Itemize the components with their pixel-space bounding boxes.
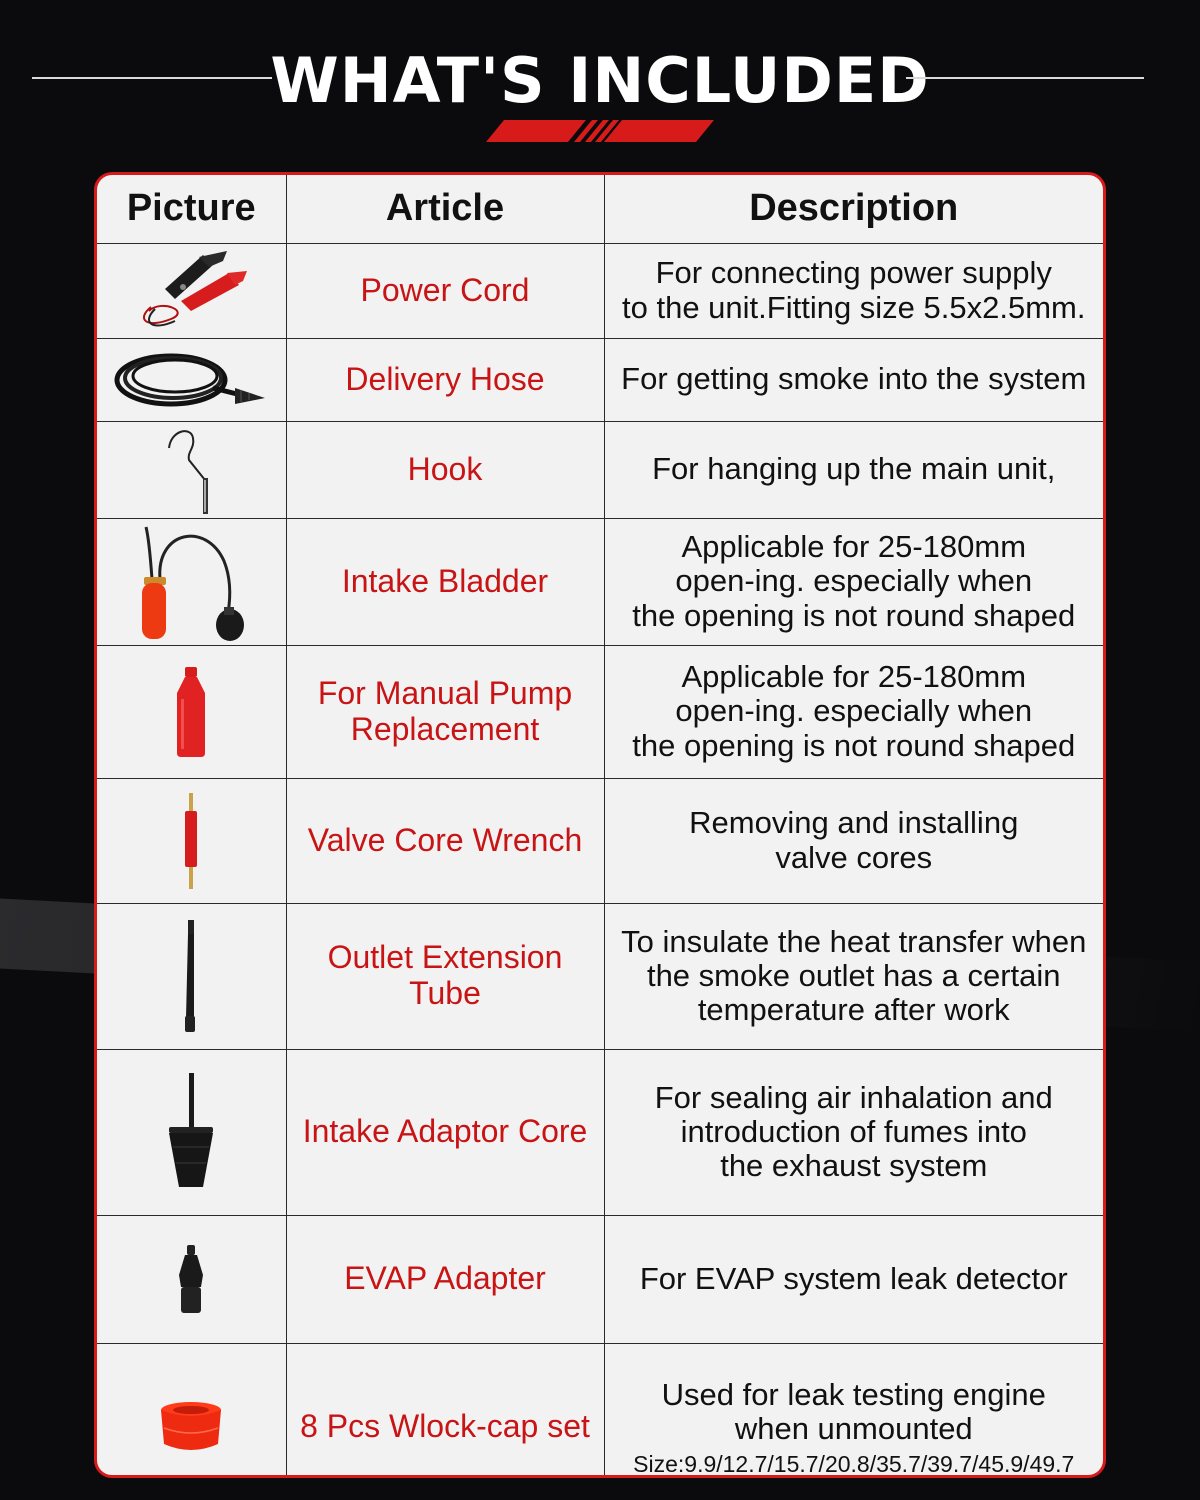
- valve-core-wrench-icon: [185, 792, 198, 889]
- description-delivery-hose: For getting smoke into the system: [603, 337, 1103, 422]
- article-manual-pump-replacement: For Manual Pump Replacement: [285, 644, 605, 779]
- table-row: 8 Pcs Wlock-cap set Used for leak testin…: [97, 1342, 1103, 1477]
- description-hook: For hanging up the main unit,: [603, 420, 1103, 519]
- article-intake-bladder: Intake Bladder: [285, 517, 605, 646]
- evap-adapter-icon: [179, 1245, 204, 1313]
- power-cord-icon: [143, 250, 248, 326]
- article-delivery-hose: Delivery Hose: [285, 337, 605, 422]
- description-valve-core-wrench: Removing and installing valve cores: [603, 777, 1103, 904]
- article-outlet-extension-tube: Outlet Extension Tube: [285, 902, 605, 1050]
- article-evap-adapter: EVAP Adapter: [285, 1214, 605, 1344]
- bottle-icon: [177, 666, 206, 757]
- column-header-picture: Picture: [97, 175, 287, 244]
- article-hook: Hook: [285, 420, 605, 519]
- included-items-table: Picture Article Description Power Cord F…: [94, 172, 1106, 1478]
- title-rule-left: [32, 77, 272, 79]
- extension-tube-icon: [185, 920, 196, 1032]
- description-cap-set: Used for leak testing engine when unmoun…: [603, 1342, 1103, 1477]
- table-row: Power Cord For connecting power supply t…: [97, 242, 1103, 339]
- column-header-description: Description: [603, 175, 1103, 244]
- title-accent-stripe: [486, 120, 714, 142]
- cap-set-icon: [161, 1402, 222, 1451]
- delivery-hose-icon: [114, 353, 266, 406]
- article-cap-set: 8 Pcs Wlock-cap set: [285, 1342, 605, 1475]
- table-row: EVAP Adapter For EVAP system leak detect…: [97, 1214, 1103, 1344]
- description-power-cord: For connecting power supply to the unit.…: [603, 242, 1103, 339]
- article-valve-core-wrench: Valve Core Wrench: [285, 777, 605, 904]
- column-header-article: Article: [285, 175, 605, 244]
- table-row: Outlet Extension Tube To insulate the he…: [97, 902, 1103, 1050]
- description-outlet-extension-tube: To insulate the heat transfer when the s…: [603, 902, 1103, 1050]
- table-row: Hook For hanging up the main unit,: [97, 420, 1103, 519]
- table-row: Intake Bladder Applicable for 25-180mm o…: [97, 517, 1103, 646]
- article-power-cord: Power Cord: [285, 242, 605, 339]
- header: WHAT'S INCLUDED: [0, 0, 1200, 170]
- description-intake-bladder: Applicable for 25-180mm open-ing. especi…: [603, 517, 1103, 646]
- cap-set-size-note: Size:9.9/12.7/15.7/20.8/35.7/39.7/45.9/4…: [633, 1450, 1075, 1477]
- hook-icon: [168, 429, 209, 514]
- intake-bladder-icon: [142, 526, 245, 641]
- description-evap-adapter: For EVAP system leak detector: [603, 1214, 1103, 1344]
- description-cap-set-text: Used for leak testing engine when unmoun…: [661, 1376, 1046, 1446]
- description-intake-adaptor-core: For sealing air inhalation and introduct…: [603, 1048, 1103, 1216]
- table-row: For Manual Pump Replacement Applicable f…: [97, 644, 1103, 779]
- article-intake-adaptor-core: Intake Adaptor Core: [285, 1048, 605, 1216]
- description-manual-pump-replacement: Applicable for 25-180mm open-ing. especi…: [603, 644, 1103, 779]
- table-row: Intake Adaptor Core For sealing air inha…: [97, 1048, 1103, 1216]
- page-title: WHAT'S INCLUDED: [270, 44, 930, 117]
- table-header-row: Picture Article Description: [97, 175, 1103, 244]
- adaptor-cone-icon: [169, 1073, 214, 1187]
- table-row: Delivery Hose For getting smoke into the…: [97, 337, 1103, 422]
- title-rule-right: [906, 77, 1144, 79]
- table-row: Valve Core Wrench Removing and installin…: [97, 777, 1103, 904]
